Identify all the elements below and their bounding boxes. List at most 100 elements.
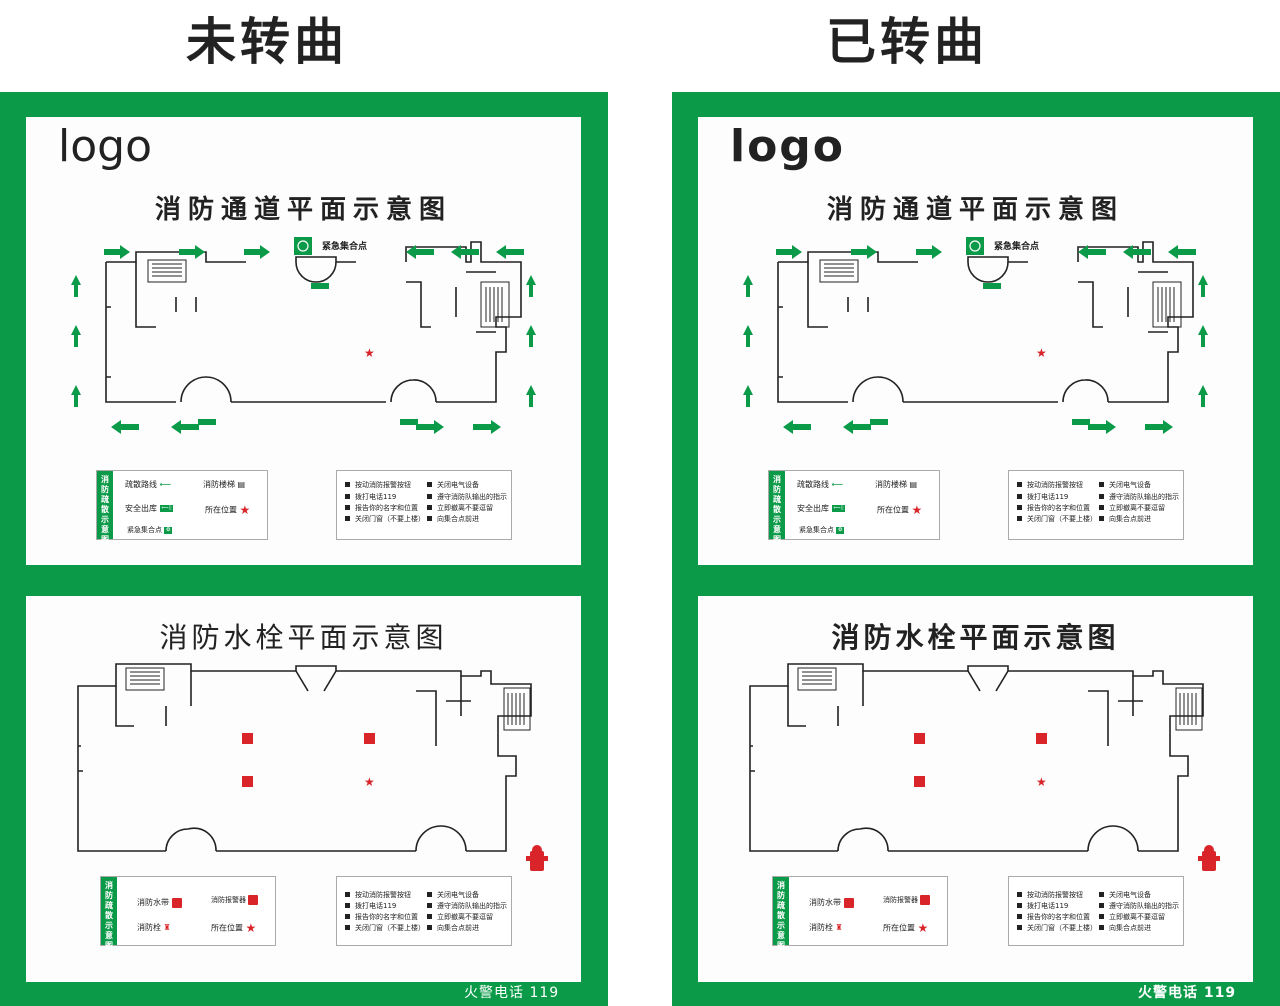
- legend-hydrant: 消防栓 ♜: [809, 923, 843, 932]
- heading-converted: 已转曲: [826, 13, 988, 71]
- legend-location: 所在位置 ★: [877, 503, 923, 517]
- stairs-icon: [125, 667, 531, 731]
- hydrant-panel: ★ 消防水栓平面示意图 消防疏散示意图 消防水带 消防栓 ♜ 消防报警器 所在位…: [26, 596, 581, 982]
- evacuation-legend: 消防疏散示意图 疏散路线 ⟵ 安全出库 ⟸▯ 紧急集合点 ❂ 消防楼梯 ▤ 所在…: [96, 470, 268, 544]
- procedure-step: 遵守消防队输出的指示: [427, 492, 507, 502]
- star-icon: ★: [364, 346, 375, 360]
- fire-procedure-box: 按动消防报警按钮 拨打电话119 报告你的名字和位置 关闭门窗（不要上楼） 关闭…: [336, 876, 512, 946]
- legend-stairs: 消防楼梯 ▤: [203, 480, 246, 489]
- legend-exit: 安全出库 ⟸▯: [797, 504, 846, 513]
- evacuation-panel: ★ logo 消防通道平面示意图 紧急集合点 消防疏散示意图 疏散路线 ⟵ 安全…: [698, 117, 1253, 565]
- procedure-step: 立即撤离不要逗留: [427, 912, 493, 922]
- evacuation-title: 消防通道平面示意图: [154, 195, 452, 225]
- hydrant-panel: ★ 消防水栓平面示意图 消防疏散示意图 消防水带 消防栓 ♜ 消防报警器 所在位…: [698, 596, 1253, 982]
- evacuation-floor-plan: ★: [71, 237, 536, 434]
- legend-alarm: 消防报警器: [211, 895, 259, 905]
- fire-hotline: 火警电话 119: [1138, 985, 1237, 1001]
- procedure-step: 关闭门窗（不要上楼）: [345, 923, 425, 933]
- hydrant-floor-plan: ★: [77, 663, 548, 871]
- procedure-step: 按动消防报警按钮: [1017, 480, 1083, 490]
- procedure-step: 关闭电气设备: [1099, 890, 1151, 900]
- hydrant-floor-plan: ★: [749, 663, 1220, 871]
- assembly-point-icon: [294, 237, 312, 255]
- legend-hose: 消防水带: [137, 897, 182, 908]
- legend-route: 疏散路线 ⟵: [797, 480, 844, 489]
- evacuation-panel: ★ logo 消防通道平面示意图 紧急集合点 消防疏散示意图 疏散路线 ⟵ 安全…: [26, 117, 581, 565]
- fire-hose-icon: [914, 733, 1047, 787]
- procedure-step: 拨打电话119: [345, 492, 396, 502]
- fire-hose-icon: [242, 733, 375, 787]
- logo: logo: [58, 121, 152, 172]
- procedure-step: 拨打电话119: [1017, 901, 1068, 911]
- procedure-step: 关闭门窗（不要上楼）: [345, 514, 425, 524]
- board-converted: ★ logo 消防通道平面示意图 紧急集合点 消防疏散示意图 疏散路线 ⟵ 安全…: [672, 92, 1280, 1006]
- legend-location: 所在位置 ★: [883, 921, 929, 935]
- legend-location: 所在位置 ★: [211, 921, 257, 935]
- star-icon: ★: [1036, 346, 1047, 360]
- procedure-step: 关闭电气设备: [427, 890, 479, 900]
- evacuation-title: 消防通道平面示意图: [826, 195, 1124, 225]
- legend-exit: 安全出库 ⟸▯: [125, 504, 174, 513]
- legend-tab: 消防疏散示意图: [97, 471, 113, 544]
- star-icon: ★: [1036, 775, 1047, 789]
- assembly-point-label: 紧急集合点: [322, 242, 368, 252]
- procedure-step: 按动消防报警按钮: [345, 890, 411, 900]
- procedure-step: 向集合点前进: [1099, 923, 1151, 933]
- exit-sign-icon: [198, 283, 418, 425]
- legend-tab: 消防疏散示意图: [769, 471, 785, 544]
- procedure-step: 立即撤离不要逗留: [1099, 503, 1165, 513]
- procedure-step: 报告你的名字和位置: [1017, 503, 1090, 513]
- legend-route: 疏散路线 ⟵: [125, 480, 172, 489]
- board-unconverted: ★ logo 消防通道平面示意图 紧急集合点 消防疏散示意图 疏散路线 ⟵ 安全…: [0, 92, 608, 1006]
- procedure-step: 立即撤离不要逗留: [1099, 912, 1165, 922]
- procedure-step: 立即撤离不要逗留: [427, 503, 493, 513]
- star-icon: ★: [364, 775, 375, 789]
- hydrant-title: 消防水栓平面示意图: [159, 621, 448, 654]
- legend-hydrant: 消防栓 ♜: [137, 923, 171, 932]
- legend-alarm: 消防报警器: [883, 895, 931, 905]
- procedure-step: 按动消防报警按钮: [1017, 890, 1083, 900]
- procedure-step: 关闭门窗（不要上楼）: [1017, 514, 1097, 524]
- exit-sign-icon: [870, 283, 1090, 425]
- legend-location: 所在位置 ★: [205, 503, 251, 517]
- fire-hydrant-icon: [526, 845, 548, 871]
- procedure-step: 向集合点前进: [427, 514, 479, 524]
- procedure-step: 向集合点前进: [1099, 514, 1151, 524]
- procedure-step: 遵守消防队输出的指示: [427, 901, 507, 911]
- procedure-step: 拨打电话119: [1017, 492, 1068, 502]
- procedure-step: 遵守消防队输出的指示: [1099, 901, 1179, 911]
- procedure-step: 按动消防报警按钮: [345, 480, 411, 490]
- legend-gather: 紧急集合点 ❂: [127, 526, 173, 534]
- procedure-step: 报告你的名字和位置: [345, 912, 418, 922]
- procedure-step: 报告你的名字和位置: [1017, 912, 1090, 922]
- procedure-step: 关闭门窗（不要上楼）: [1017, 923, 1097, 933]
- legend-hose: 消防水带: [809, 897, 854, 908]
- stairs-icon: [797, 667, 1203, 731]
- legend-stairs: 消防楼梯 ▤: [875, 480, 918, 489]
- legend-gather: 紧急集合点 ❂: [799, 526, 845, 534]
- procedure-step: 向集合点前进: [427, 923, 479, 933]
- fire-hotline: 火警电话 119: [464, 985, 560, 1001]
- logo: logo: [730, 121, 846, 172]
- fire-procedure-box: 按动消防报警按钮 拨打电话119 报告你的名字和位置 关闭门窗（不要上楼） 关闭…: [1008, 876, 1184, 946]
- procedure-step: 关闭电气设备: [1099, 480, 1151, 490]
- legend-tab: 消防疏散示意图: [101, 877, 117, 950]
- evacuation-floor-plan: ★: [743, 237, 1208, 434]
- evacuation-legend: 消防疏散示意图 疏散路线 ⟵ 安全出库 ⟸▯ 紧急集合点 ❂ 消防楼梯 ▤ 所在…: [768, 470, 940, 544]
- stairs-icon: [147, 259, 510, 328]
- assembly-point-label: 紧急集合点: [994, 242, 1040, 252]
- hydrant-legend: 消防疏散示意图 消防水带 消防栓 ♜ 消防报警器 所在位置 ★: [772, 876, 948, 950]
- hydrant-title: 消防水栓平面示意图: [831, 621, 1120, 654]
- legend-tab: 消防疏散示意图: [773, 877, 789, 950]
- fire-procedure-box: 按动消防报警按钮 拨打电话119 报告你的名字和位置 关闭门窗（不要上楼） 关闭…: [336, 470, 512, 540]
- heading-unconverted: 未转曲: [186, 13, 348, 71]
- procedure-step: 拨打电话119: [345, 901, 396, 911]
- stairs-icon: [819, 259, 1182, 328]
- fire-procedure-box: 按动消防报警按钮 拨打电话119 报告你的名字和位置 关闭门窗（不要上楼） 关闭…: [1008, 470, 1184, 540]
- procedure-step: 遵守消防队输出的指示: [1099, 492, 1179, 502]
- fire-hydrant-icon: [1198, 845, 1220, 871]
- procedure-step: 关闭电气设备: [427, 480, 479, 490]
- assembly-point-icon: [966, 237, 984, 255]
- hydrant-legend: 消防疏散示意图 消防水带 消防栓 ♜ 消防报警器 所在位置 ★: [100, 876, 276, 950]
- procedure-step: 报告你的名字和位置: [345, 503, 418, 513]
